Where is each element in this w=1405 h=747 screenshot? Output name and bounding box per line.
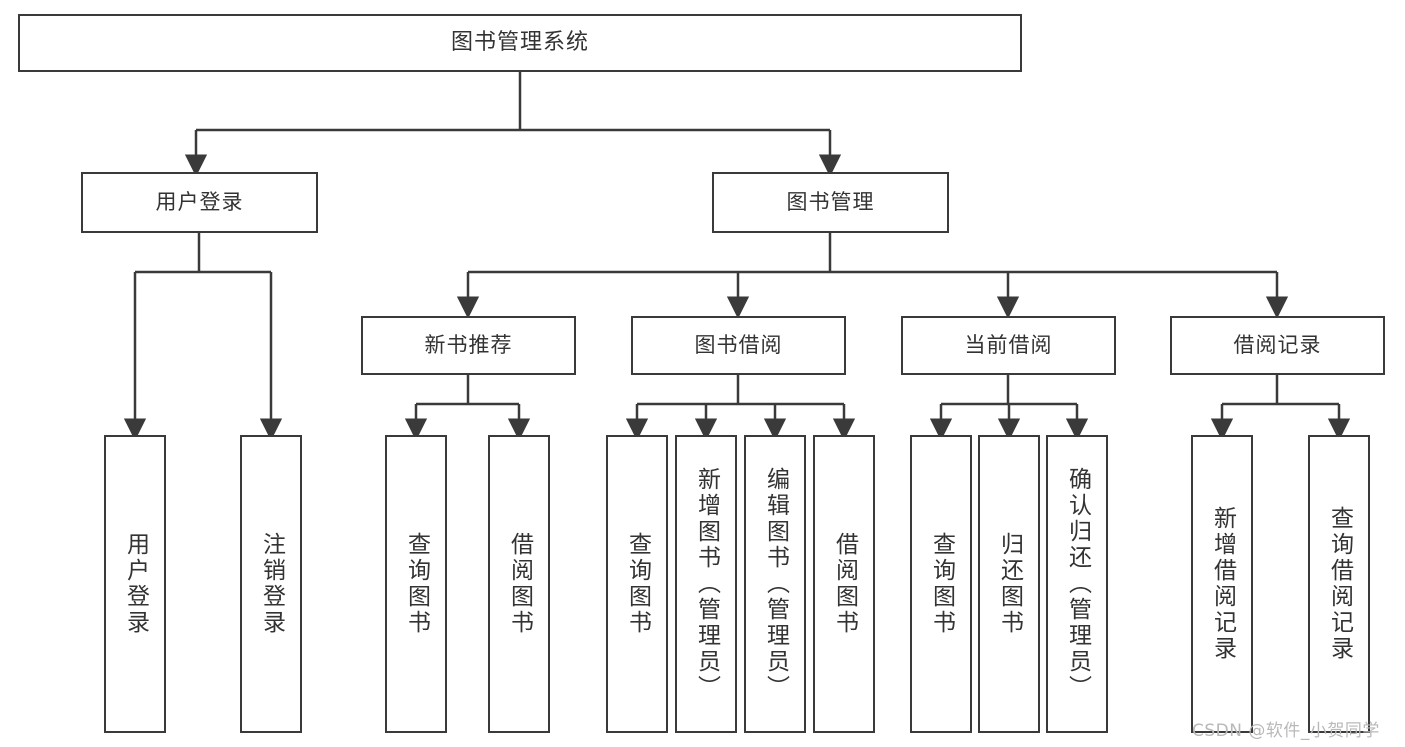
node-book-borrow-label: 图书借阅 xyxy=(694,332,783,357)
node-new-book-recommend-label: 新书推荐 xyxy=(424,332,513,357)
leaf-user-login-login[interactable]: 用户登录 xyxy=(104,435,166,733)
node-borrow-record[interactable]: 借阅记录 xyxy=(1170,316,1385,375)
node-book-management[interactable]: 图书管理 xyxy=(712,172,949,233)
node-user-login-label: 用户登录 xyxy=(155,189,244,214)
node-current-borrow-label: 当前借阅 xyxy=(964,332,1053,357)
leaf-label: 借阅图书 xyxy=(506,532,533,636)
leaf-borrow-add[interactable]: 新增图书（管理员） xyxy=(675,435,737,733)
leaf-current-confirm-return[interactable]: 确认归还（管理员） xyxy=(1046,435,1108,733)
leaf-label: 注销登录 xyxy=(258,532,285,636)
node-current-borrow[interactable]: 当前借阅 xyxy=(901,316,1116,375)
leaf-borrow-query[interactable]: 查询图书 xyxy=(606,435,668,733)
leaf-current-return[interactable]: 归还图书 xyxy=(978,435,1040,733)
node-book-borrow[interactable]: 图书借阅 xyxy=(631,316,846,375)
leaf-label: 新增借阅记录 xyxy=(1209,506,1236,662)
leaf-label: 查询图书 xyxy=(403,532,430,636)
leaf-label: 查询图书 xyxy=(624,532,651,636)
leaf-borrow-borrow[interactable]: 借阅图书 xyxy=(813,435,875,733)
node-book-management-label: 图书管理 xyxy=(786,189,875,214)
leaf-user-login-logout[interactable]: 注销登录 xyxy=(240,435,302,733)
node-root-label: 图书管理系统 xyxy=(450,29,589,55)
leaf-label: 归还图书 xyxy=(996,532,1023,636)
leaf-label: 查询图书 xyxy=(928,532,955,636)
leaf-label: 编辑图书（管理员） xyxy=(762,467,789,701)
leaf-borrow-edit[interactable]: 编辑图书（管理员） xyxy=(744,435,806,733)
leaf-current-query[interactable]: 查询图书 xyxy=(910,435,972,733)
leaf-label: 用户登录 xyxy=(122,532,149,636)
node-borrow-record-label: 借阅记录 xyxy=(1233,332,1322,357)
leaf-label: 新增图书（管理员） xyxy=(693,467,720,701)
csdn-watermark: CSDN @软件_小贺同学 xyxy=(1192,721,1380,741)
leaf-record-add[interactable]: 新增借阅记录 xyxy=(1191,435,1253,733)
leaf-label: 确认归还（管理员） xyxy=(1064,467,1091,701)
leaf-label: 查询借阅记录 xyxy=(1326,506,1353,662)
node-user-login[interactable]: 用户登录 xyxy=(81,172,318,233)
leaf-new-book-borrow[interactable]: 借阅图书 xyxy=(488,435,550,733)
leaf-new-book-query[interactable]: 查询图书 xyxy=(385,435,447,733)
leaf-record-query[interactable]: 查询借阅记录 xyxy=(1308,435,1370,733)
node-new-book-recommend[interactable]: 新书推荐 xyxy=(361,316,576,375)
leaf-label: 借阅图书 xyxy=(831,532,858,636)
node-root[interactable]: 图书管理系统 xyxy=(18,14,1022,72)
